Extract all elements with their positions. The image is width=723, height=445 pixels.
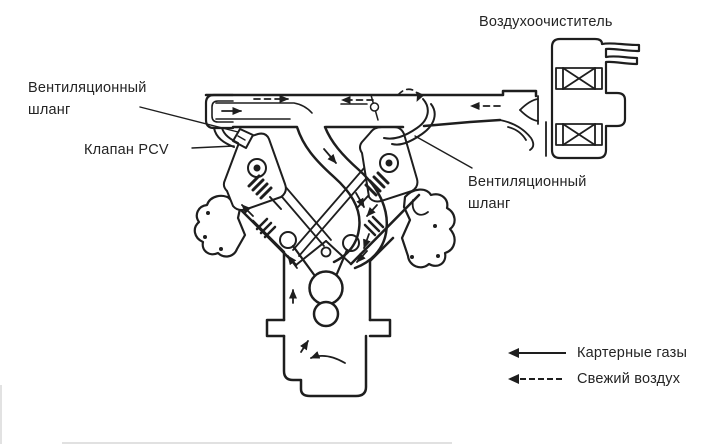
label-vent-hose-left-line1: Вентиляционный [28,80,147,96]
venturi-bell [519,95,539,125]
intake-runner-hose [295,125,389,270]
dashed-arrow-icon [508,374,562,384]
label-vent-hose-left-line2: шланг [28,102,71,118]
label-pcv-valve: Клапан PCV [84,142,169,158]
crank-journal-upper [308,270,344,306]
leader-vent-hose-right [414,135,473,169]
fresh-air-flow-arrows [253,88,501,110]
leader-vent-hose-left [139,106,239,133]
filter-element-top [555,67,603,90]
right-valve-cover [357,126,419,208]
crankcase-gas-flow-arrows [221,107,378,364]
left-valve-spring [247,174,273,200]
leader-lines [139,106,473,169]
vent-hose-right [383,98,436,146]
label-vent-hose-right-line2: шланг [468,196,511,212]
label-vent-hose-right-line1: Вентиляционный [468,174,587,190]
left-exhaust-manifold [193,194,247,258]
duct-end-loop [204,93,235,130]
label-vent-hose-right: Вентиляционный шланг [468,171,587,215]
right-pushrod-tube [292,159,378,257]
oil-pan [265,318,392,398]
scan-artifacts [0,385,452,444]
right-exhaust-manifold [400,188,456,269]
throttle-valve [369,94,380,121]
crank-journal-lower [312,300,340,328]
intake-scoop [499,119,547,157]
legend-item-fresh-air: Свежий воздух [508,370,681,388]
valley-pivot [320,246,332,258]
right-bank-edge [349,193,421,266]
legend-label-fresh-air: Свежий воздух [577,371,681,387]
filter-element-bottom [555,123,603,146]
legend-label-crankcase-gases: Картерные газы [577,345,688,361]
legend-item-crankcase-gases: Картерные газы [508,344,688,362]
leader-pcv-valve [191,145,235,149]
left-valve-cover [222,132,287,211]
air-cleaner [550,37,641,160]
solid-arrow-icon [508,348,566,358]
label-vent-hose-left: Вентиляционный шланг [28,77,147,121]
label-air-cleaner: Воздухоочиститель [479,14,613,30]
